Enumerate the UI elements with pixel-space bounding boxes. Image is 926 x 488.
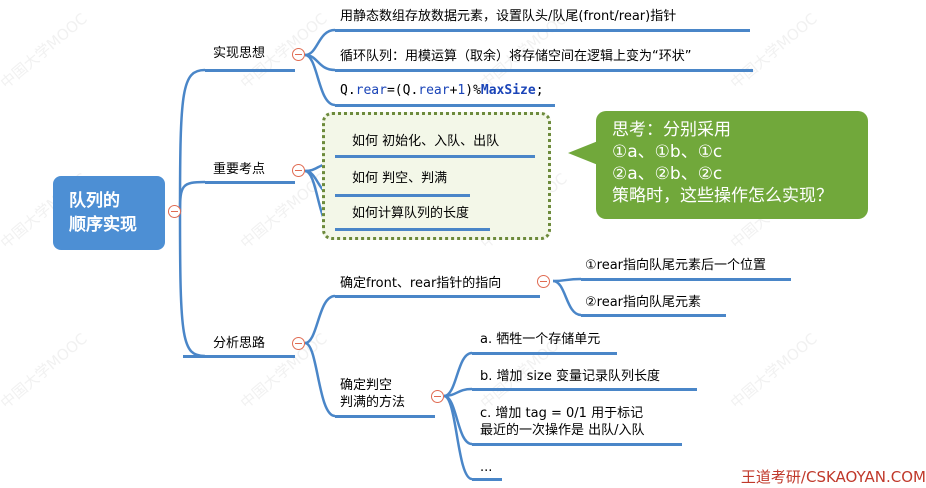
method-option-c-line2: 最近的一次操作是 出队/入队 [480,423,645,438]
branch-idea-underline [205,69,295,72]
idea-item-2-underline [335,69,753,72]
method-option-more-underline [472,478,502,481]
key-item-2-underline [335,194,470,197]
method-option-b-underline [472,388,697,391]
key-points-boundary [322,112,551,240]
thinking-callout[interactable]: 思考：分别采用 ①a、①b、①c ②a、②b、②c 策略时，这些操作怎么实现？ [596,111,868,219]
code-mid2: )% [465,83,481,98]
pointer-direction-label: 确定front、rear指针的指向 [340,276,502,291]
key-item-1: 如何 初始化、入队、出队 [352,134,500,149]
callout-line-2: ①a、①b、①c [612,142,723,162]
collapse-toggle-pointer[interactable] [537,275,550,288]
key-item-2: 如何 判空、判满 [352,171,448,186]
branch-analysis-label: 分析思路 [213,336,266,351]
method-underline [335,415,435,418]
code-one: 1 [457,83,466,98]
collapse-toggle-analysis[interactable] [292,337,305,350]
root-topic[interactable]: 队列的 顺序实现 [53,176,165,250]
method-option-a-underline [472,352,617,355]
method-option-c-underline [472,443,682,446]
method-label-line2: 判满的方法 [340,395,406,410]
code-maxsize: MaxSize [480,83,536,98]
code-plus: + [449,83,458,98]
code-field-rear-2: rear [418,83,450,98]
branch-key-label: 重要考点 [213,162,266,177]
idea-code-formula: Q.rear=(Q.rear+1)%MaxSize; [340,83,544,99]
collapse-toggle-method[interactable] [431,390,444,403]
pointer-option-2-underline [581,314,726,317]
method-option-a: a. 牺牲一个存储单元 [480,332,601,347]
method-option-b: b. 增加 size 变量记录队列长度 [480,369,660,384]
callout-line-4: 策略时，这些操作怎么实现？ [612,186,833,206]
idea-item-1-underline [335,29,750,32]
key-item-1-underline [335,155,535,158]
branch-analysis-underline [183,355,295,358]
pointer-direction-underline [335,295,540,298]
idea-item-2: 循环队列：用模运算（取余）将存储空间在逻辑上变为“环状” [340,49,692,64]
root-title-line2: 顺序实现 [69,215,137,235]
collapse-toggle-key[interactable] [292,164,305,177]
key-item-3-underline [335,228,490,231]
collapse-toggle-root[interactable] [168,205,181,218]
key-item-3: 如何计算队列的长度 [352,206,470,221]
method-option-c-line1: c. 增加 tag = 0/1 用于标记 [480,406,644,421]
callout-pointer [568,141,598,165]
code-field-rear: rear [355,83,387,98]
idea-code-underline [335,104,555,107]
method-option-more: ... [480,460,493,475]
callout-line-1: 思考：分别采用 [612,120,731,140]
footer-brand: 王道考研/CSKAOYAN.COM [740,468,926,486]
branch-idea-label: 实现思想 [213,46,266,61]
code-mid1: =(Q. [386,83,419,98]
idea-item-1: 用静态数组存放数据元素，设置队头/队尾(front/rear)指针 [340,9,677,24]
branch-key-underline [205,181,295,184]
code-end: ; [535,83,544,98]
root-title-line1: 队列的 [69,191,120,211]
pointer-option-2: ②rear指向队尾元素 [585,295,702,310]
pointer-option-1-underline [581,278,791,281]
callout-line-3: ②a、②b、②c [612,164,723,184]
method-label-line1: 确定判空 [340,378,393,393]
pointer-option-1: ①rear指向队尾元素后一个位置 [585,258,767,273]
code-prefix: Q. [340,83,356,98]
collapse-toggle-idea[interactable] [292,48,305,61]
